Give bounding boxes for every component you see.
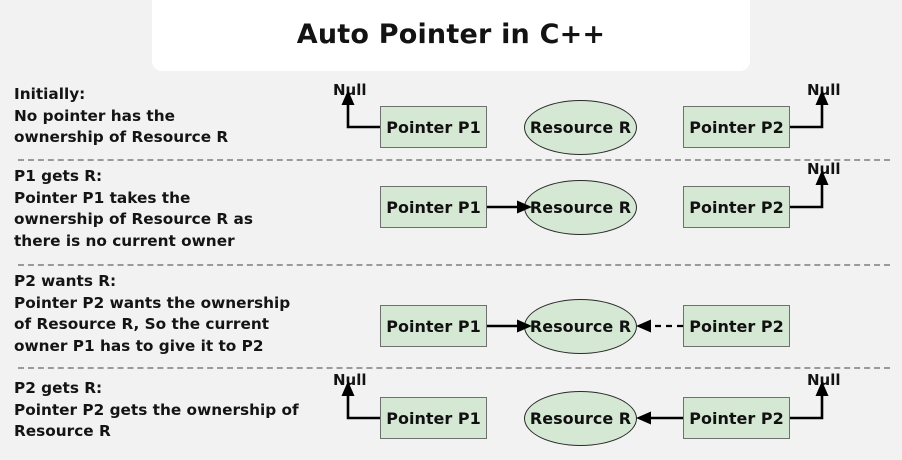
p2-to-null-wire [790,103,824,129]
p2-resource-arrowhead [636,411,651,425]
resource-r-ellipse[interactable]: Resource R [524,391,637,446]
step-diagram: Null Null Pointer P1 Resource R Pointer … [320,368,902,460]
step-description: Initially: No pointer has the ownership … [14,84,334,149]
null-label-right: Null [807,371,841,389]
step-diagram: Null Null Pointer P1 Resource R Pointer … [320,78,902,160]
pointer-p1-box[interactable]: Pointer P1 [380,305,487,347]
pointer-p1-box[interactable]: Pointer P1 [380,186,487,228]
step-line-2: Pointer P2 wants the ownership [14,293,291,312]
step-row-p2-wants-r: P2 wants R: Pointer P2 wants the ownersh… [0,265,902,368]
p1-null-arrowhead [341,90,355,105]
step-diagram: Null Pointer P1 Resource R Pointer P2 [320,160,902,265]
p2-null-arrowhead [815,90,829,105]
step-description: P1 gets R: Pointer P1 takes the ownershi… [14,166,334,252]
step-heading: P2 wants R: [14,272,117,290]
p1-to-null-wire [346,394,380,420]
p1-resource-arrowhead [517,200,532,214]
row-wires [341,381,829,425]
step-heading: Initially: [14,85,86,103]
step-line-3: Resource R [14,422,111,440]
pointer-p2-box[interactable]: Pointer P2 [683,186,790,228]
step-heading: P1 gets R: [14,167,103,185]
row-wires [341,90,829,129]
resource-r-ellipse[interactable]: Resource R [524,299,637,354]
p1-null-arrowhead [341,381,355,396]
pointer-p1-box[interactable]: Pointer P1 [380,106,487,148]
step-heading: P2 gets R: [14,379,103,397]
step-row-p1-gets-r: P1 gets R: Pointer P1 takes the ownershi… [0,160,902,265]
row-wires [487,170,829,214]
step-line-2: No pointer has the [14,106,176,125]
step-description: P2 wants R: Pointer P2 wants the ownersh… [14,271,334,357]
step-line-4: there is no current owner [14,231,235,250]
step-line-2: Pointer P1 takes the [14,188,191,207]
pointer-p1-box[interactable]: Pointer P1 [380,397,487,439]
resource-r-ellipse[interactable]: Resource R [524,180,637,235]
pointer-p2-box[interactable]: Pointer P2 [683,397,790,439]
p2-null-arrowhead [815,381,829,396]
null-label-left: Null [333,81,367,99]
page-title: Auto Pointer in C++ [296,19,606,50]
p2-null-arrowhead [815,170,829,185]
step-line-4: owner P1 has to give it to P2 [14,336,264,355]
step-diagram: Pointer P1 Resource R Pointer P2 [320,265,902,368]
step-row-p2-gets-r: P2 gets R: Pointer P2 gets the ownership… [0,368,902,460]
null-label-right: Null [807,81,841,99]
null-label-right: Null [807,160,841,178]
p2-resource-arrowhead [636,319,651,333]
row-divider [18,264,890,266]
step-line-2: Pointer P2 gets the ownership of [14,400,299,419]
row-divider [18,367,890,369]
pointer-p2-box[interactable]: Pointer P2 [683,106,790,148]
p1-to-null-wire [346,103,380,129]
step-line-3: ownership of Resource R [14,128,229,146]
p2-to-null-wire [790,394,824,420]
resource-r-ellipse[interactable]: Resource R [524,100,637,155]
null-label-left: Null [333,371,367,389]
step-description: P2 gets R: Pointer P2 gets the ownership… [14,378,334,443]
step-row-initially: Initially: No pointer has the ownership … [0,78,902,160]
row-divider [18,159,890,161]
row-wires [487,319,683,333]
step-line-3: of Resource R, So the current [14,315,270,333]
step-line-3: ownership of Resource R as [14,210,253,228]
title-card: Auto Pointer in C++ [152,0,750,71]
p2-to-null-wire [790,183,824,209]
p1-resource-arrowhead [517,319,532,333]
pointer-p2-box[interactable]: Pointer P2 [683,305,790,347]
